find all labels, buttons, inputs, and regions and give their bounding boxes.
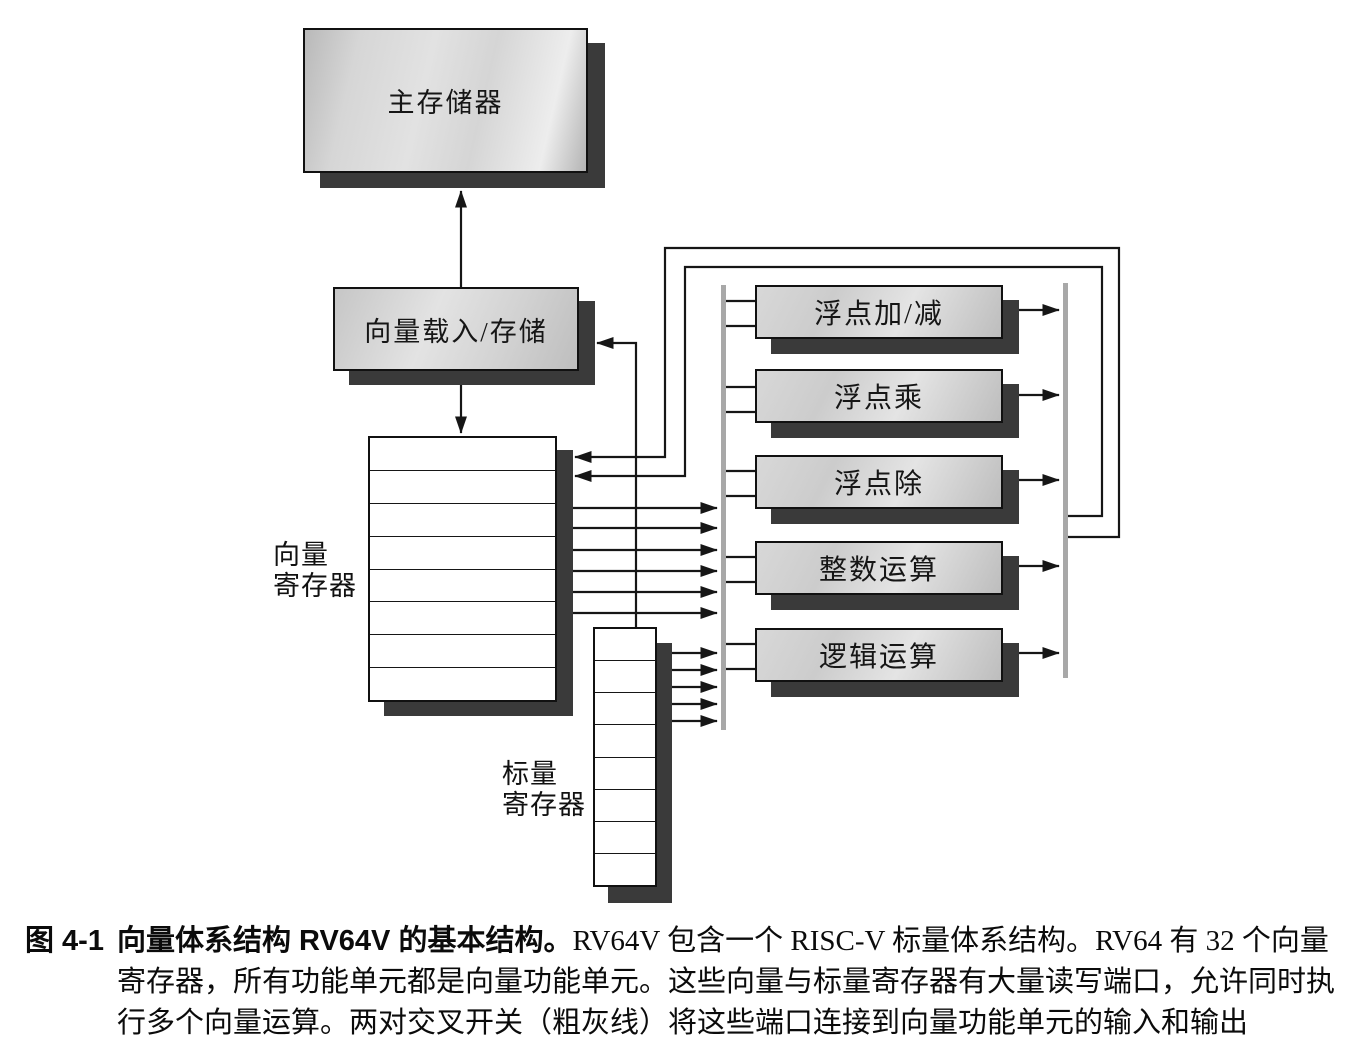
register-row [595,788,655,821]
return-path-inner [574,265,1104,518]
left-crossbar [721,285,726,730]
fp-multiply-unit-box: 浮点乘 [755,369,1003,423]
fp-add-sub-unit-box: 浮点加/减 [755,285,1003,339]
scalar-register-file [593,627,657,887]
main-memory-label: 主存储器 [387,88,504,118]
register-row [370,634,555,667]
vector-register-file [368,436,557,702]
register-row [370,601,555,634]
figure-caption: 图 4-1 向量体系结构 RV64V 的基本结构。RV64V 包含一个 RISC… [25,921,1335,1044]
register-row [595,820,655,853]
register-row [595,692,655,724]
register-row [370,667,555,700]
unit-output-arrows [1003,303,1060,660]
figure-number: 图 4-1 [25,925,104,957]
fp-add-sub-label: 浮点加/减 [814,299,944,330]
vector-register-label: 向量 寄存器 [273,540,357,601]
register-row [370,469,555,503]
figure-caption-text: 向量体系结构 RV64V 的基本结构。RV64V 包含一个 RISC-V 标量体… [116,925,1335,1039]
return-path-outer [574,246,1121,539]
register-row [370,535,555,569]
vector-load-store-box: 向量载入/存储 [333,287,579,371]
register-row [595,629,655,660]
vector-load-store-label: 向量载入/存储 [364,316,548,347]
integer-unit-label: 整数运算 [818,555,939,586]
logic-unit-label: 逻辑运算 [818,642,939,673]
register-row [370,568,555,602]
scalar-register-label: 标量 寄存器 [502,759,586,820]
integer-unit-box: 整数运算 [755,541,1003,595]
fp-divide-label: 浮点除 [833,469,924,500]
register-row [595,852,655,885]
right-crossbar [1063,283,1068,678]
register-row [595,756,655,789]
fp-divide-unit-box: 浮点除 [755,455,1003,509]
scalar-register-read-arrows [657,646,718,728]
register-row [370,502,555,536]
main-memory-box: 主存储器 [303,28,588,173]
logic-unit-box: 逻辑运算 [755,628,1003,682]
vector-register-read-arrows [557,501,718,620]
fp-multiply-label: 浮点乘 [833,383,924,414]
arrow-scalar-to-loadstore [596,336,638,627]
register-row [595,724,655,756]
caption-title: 向量体系结构 RV64V 的基本结构。 [116,925,573,957]
crossbar-to-unit-stubs [726,299,756,671]
register-row [370,438,555,470]
register-row [595,660,655,692]
